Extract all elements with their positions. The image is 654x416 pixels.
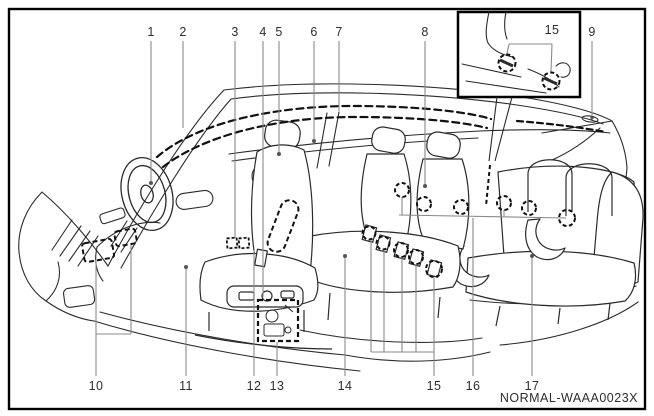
callout-2: 2 xyxy=(179,25,186,39)
callout-11: 11 xyxy=(179,379,193,393)
inset-detail-box xyxy=(456,10,582,207)
tether-anchor-circles xyxy=(394,182,576,227)
front-seat xyxy=(194,119,333,350)
vehicle-body xyxy=(18,83,639,372)
callout-17: 17 xyxy=(525,379,540,393)
callout-15-inset: 15 xyxy=(545,23,560,37)
belt-retractor-detail xyxy=(263,304,294,337)
pretensioner-box-dashed xyxy=(256,298,300,343)
callout-8: 8 xyxy=(421,25,428,39)
callout-10: 10 xyxy=(89,379,104,393)
inset-pointer xyxy=(485,96,513,207)
seat-sensor-dashed xyxy=(225,236,251,250)
leader-lines xyxy=(95,41,593,376)
footwell-sensor-dashed xyxy=(81,227,138,263)
callout-7: 7 xyxy=(335,25,342,39)
inset-anchor-circles xyxy=(497,53,561,91)
callout-15: 15 xyxy=(427,379,442,393)
leader-dots xyxy=(149,116,594,269)
callout-6: 6 xyxy=(310,25,317,39)
side-airbag-dashed xyxy=(266,199,300,253)
callout-5: 5 xyxy=(275,25,282,39)
callout-16: 16 xyxy=(466,379,481,393)
callout-1: 1 xyxy=(147,25,154,39)
callout-13: 13 xyxy=(270,379,285,393)
steering-wheel xyxy=(120,157,174,231)
callout-14: 14 xyxy=(338,379,353,393)
anchor-bar-detail xyxy=(499,58,558,86)
buckle-anchor-circles xyxy=(361,225,443,278)
callout-4: 4 xyxy=(259,25,266,39)
callout-12: 12 xyxy=(247,379,262,393)
third-row-seat xyxy=(449,159,644,327)
callout-9: 9 xyxy=(588,25,595,39)
figure-code: NORMAL-WAAA0023X xyxy=(500,391,638,405)
callout-3: 3 xyxy=(231,25,238,39)
curtain-airbag-dashed xyxy=(155,104,608,169)
rear-inflator-detail xyxy=(581,115,599,123)
